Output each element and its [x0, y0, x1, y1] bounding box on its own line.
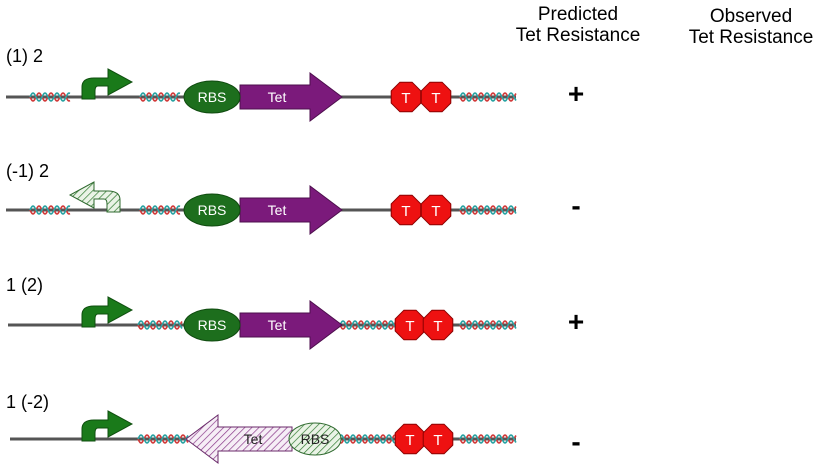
predicted-header: Predicted Tet Resistance	[503, 4, 653, 46]
terminator-icon	[394, 309, 426, 341]
terminator-label: T	[401, 203, 410, 220]
row-3-label: 1 (2)	[6, 275, 44, 295]
dna-strand-teal	[139, 92, 181, 102]
row-4-label: 1 (-2)	[6, 392, 50, 412]
terminator-label: T	[405, 318, 414, 335]
predicted-header-line2: Tet Resistance	[515, 25, 641, 46]
rbs-label: RBS	[198, 317, 227, 333]
terminator-icon	[420, 81, 452, 113]
terminator-label: T	[433, 318, 442, 335]
rbs-ellipse	[288, 422, 342, 456]
dna-strand-red	[459, 434, 517, 444]
tet-gene-label: Tet	[268, 202, 287, 218]
terminator-icon	[390, 194, 422, 226]
construct-row-4: Tet RBS T T	[10, 410, 517, 464]
tet-gene-label: Tet	[268, 89, 287, 105]
predicted-header-line1: Predicted	[537, 4, 619, 25]
tet-gene-label: Tet	[268, 317, 287, 333]
rbs-ellipse	[183, 80, 241, 114]
tet-gene-arrow-reversed	[185, 414, 293, 464]
dna-strand-teal	[29, 205, 71, 215]
row-3-predicted: +	[567, 306, 585, 337]
rbs-label: RBS	[301, 431, 330, 447]
promoter-forward-icon	[81, 296, 134, 328]
tet-gene-arrow	[239, 72, 343, 122]
terminator-label: T	[433, 432, 442, 449]
dna-strand-teal	[139, 205, 181, 215]
terminator-icon	[420, 194, 452, 226]
terminator-icon	[422, 423, 454, 455]
terminator-label: T	[431, 90, 440, 107]
dna-strand-teal	[137, 320, 183, 330]
promoter-reversed-icon	[68, 181, 121, 213]
terminator-label: T	[431, 203, 440, 220]
dna-strand-teal	[459, 205, 517, 215]
observed-header: Observed Tet Resistance	[676, 6, 826, 48]
dna-strand-red	[29, 205, 71, 215]
dna-strand-red	[29, 92, 71, 102]
row-2-label: (-1) 2	[6, 161, 50, 181]
row-1-predicted: +	[567, 78, 585, 109]
row-2-predicted: -	[571, 190, 581, 221]
dna-strand-teal	[29, 92, 71, 102]
observed-header-line2: Tet Resistance	[688, 27, 814, 48]
rbs-ellipse	[183, 308, 241, 342]
tet-gene-label: Tet	[244, 431, 263, 447]
dna-strand-teal	[339, 320, 405, 330]
dna-strand-teal	[459, 320, 517, 330]
tet-gene-arrow	[239, 300, 343, 350]
dna-strand-red	[339, 320, 405, 330]
dna-strand-red	[137, 320, 183, 330]
dna-strand-teal	[459, 92, 517, 102]
construct-row-3: Tet RBS T T	[8, 296, 517, 350]
dna-strand-teal	[337, 434, 399, 444]
dna-strand-red	[459, 205, 517, 215]
terminator-icon	[390, 81, 422, 113]
construct-row-2: Tet RBS T T	[6, 181, 517, 235]
rbs-label: RBS	[198, 202, 227, 218]
tet-gene-arrow	[239, 185, 343, 235]
rbs-label: RBS	[198, 89, 227, 105]
observed-header-line1: Observed	[709, 6, 793, 27]
terminator-icon	[422, 309, 454, 341]
dna-strand-red	[459, 320, 517, 330]
promoter-forward-icon	[81, 68, 134, 100]
dna-strand-teal	[137, 434, 189, 444]
terminator-icon	[394, 423, 426, 455]
row-4-predicted: -	[571, 426, 581, 457]
dna-strand-red	[139, 92, 181, 102]
rbs-ellipse	[183, 193, 241, 227]
terminator-label: T	[401, 90, 410, 107]
row-1-label: (1) 2	[6, 46, 44, 66]
construct-row-1: Tet RBS T T	[6, 68, 517, 122]
dna-strand-red	[139, 205, 181, 215]
dna-strand-red	[459, 92, 517, 102]
dna-strand-teal	[459, 434, 517, 444]
terminator-label: T	[405, 432, 414, 449]
promoter-forward-icon	[81, 410, 134, 442]
